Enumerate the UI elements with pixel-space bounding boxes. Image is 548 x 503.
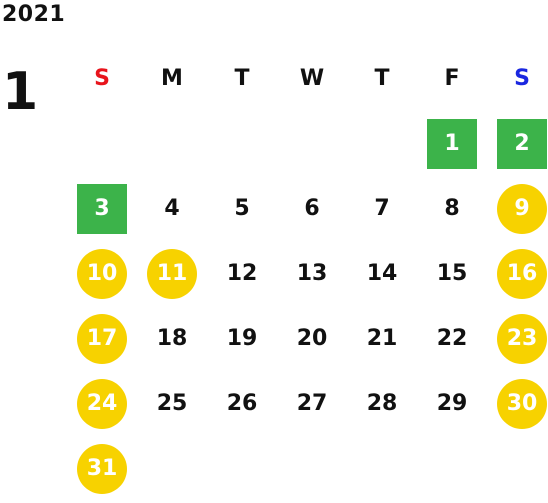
day-number: 7 <box>374 196 390 221</box>
day-number: 14 <box>366 261 398 286</box>
day-number: 5 <box>234 196 250 221</box>
weekday-header: M <box>161 66 183 91</box>
day-cell[interactable]: 19 <box>207 306 277 371</box>
day-number: 15 <box>436 261 468 286</box>
weekday-header: T <box>374 66 390 91</box>
day-number: 21 <box>366 326 398 351</box>
day-cell[interactable]: 3 <box>67 176 137 241</box>
day-number: 27 <box>296 391 328 416</box>
day-cell[interactable]: 26 <box>207 371 277 436</box>
weekday-header: T <box>234 66 250 91</box>
day-cell[interactable]: 21 <box>347 306 417 371</box>
day-cell[interactable]: 12 <box>207 241 277 306</box>
day-cell[interactable]: 18 <box>137 306 207 371</box>
day-number: 23 <box>497 313 547 364</box>
day-number: 9 <box>497 183 547 234</box>
day-number: 12 <box>226 261 258 286</box>
day-cell[interactable]: 6 <box>277 176 347 241</box>
day-cell[interactable]: 31 <box>67 436 137 501</box>
day-cell[interactable]: 16 <box>487 241 548 306</box>
day-cell[interactable]: 11 <box>137 241 207 306</box>
day-cell[interactable]: 10 <box>67 241 137 306</box>
day-number: 19 <box>226 326 258 351</box>
day-number: 17 <box>77 313 127 364</box>
day-number: 10 <box>77 248 127 299</box>
empty-cell <box>207 111 277 176</box>
weekday-header: S <box>94 66 110 91</box>
day-cell[interactable]: 27 <box>277 371 347 436</box>
day-cell[interactable]: 23 <box>487 306 548 371</box>
empty-cell <box>137 111 207 176</box>
day-cell[interactable]: 4 <box>137 176 207 241</box>
day-number: 11 <box>147 248 197 299</box>
day-number: 20 <box>296 326 328 351</box>
day-number: 29 <box>436 391 468 416</box>
day-cell[interactable]: 9 <box>487 176 548 241</box>
day-cell[interactable]: 22 <box>417 306 487 371</box>
day-cell[interactable]: 15 <box>417 241 487 306</box>
day-number: 24 <box>77 378 127 429</box>
day-cell[interactable]: 28 <box>347 371 417 436</box>
empty-cell <box>277 111 347 176</box>
weekday-header: W <box>299 66 325 91</box>
day-number: 25 <box>156 391 188 416</box>
day-cell[interactable]: 29 <box>417 371 487 436</box>
day-cell[interactable]: 5 <box>207 176 277 241</box>
day-cell[interactable]: 30 <box>487 371 548 436</box>
day-cell[interactable]: 24 <box>67 371 137 436</box>
day-number: 13 <box>296 261 328 286</box>
day-number: 6 <box>304 196 320 221</box>
empty-cell <box>67 111 137 176</box>
empty-cell <box>347 111 417 176</box>
day-number: 4 <box>164 196 180 221</box>
day-cell[interactable]: 2 <box>487 111 548 176</box>
day-number: 1 <box>427 118 477 169</box>
day-cell[interactable]: 25 <box>137 371 207 436</box>
day-cell[interactable]: 7 <box>347 176 417 241</box>
day-number: 16 <box>497 248 547 299</box>
day-cell[interactable]: 20 <box>277 306 347 371</box>
day-cell[interactable]: 17 <box>67 306 137 371</box>
day-number: 30 <box>497 378 547 429</box>
day-number: 26 <box>226 391 258 416</box>
day-cell[interactable]: 8 <box>417 176 487 241</box>
month-number: 1 <box>2 62 39 122</box>
weekday-header: S <box>514 66 530 91</box>
day-cell[interactable]: 13 <box>277 241 347 306</box>
day-number: 22 <box>436 326 468 351</box>
day-number: 2 <box>497 118 547 169</box>
day-number: 8 <box>444 196 460 221</box>
weekday-header: F <box>444 66 460 91</box>
year-label: 2021 <box>2 2 66 27</box>
day-number: 3 <box>77 183 127 234</box>
day-cell[interactable]: 1 <box>417 111 487 176</box>
day-cell[interactable]: 14 <box>347 241 417 306</box>
day-number: 18 <box>156 326 188 351</box>
day-number: 28 <box>366 391 398 416</box>
day-number: 31 <box>77 443 127 494</box>
